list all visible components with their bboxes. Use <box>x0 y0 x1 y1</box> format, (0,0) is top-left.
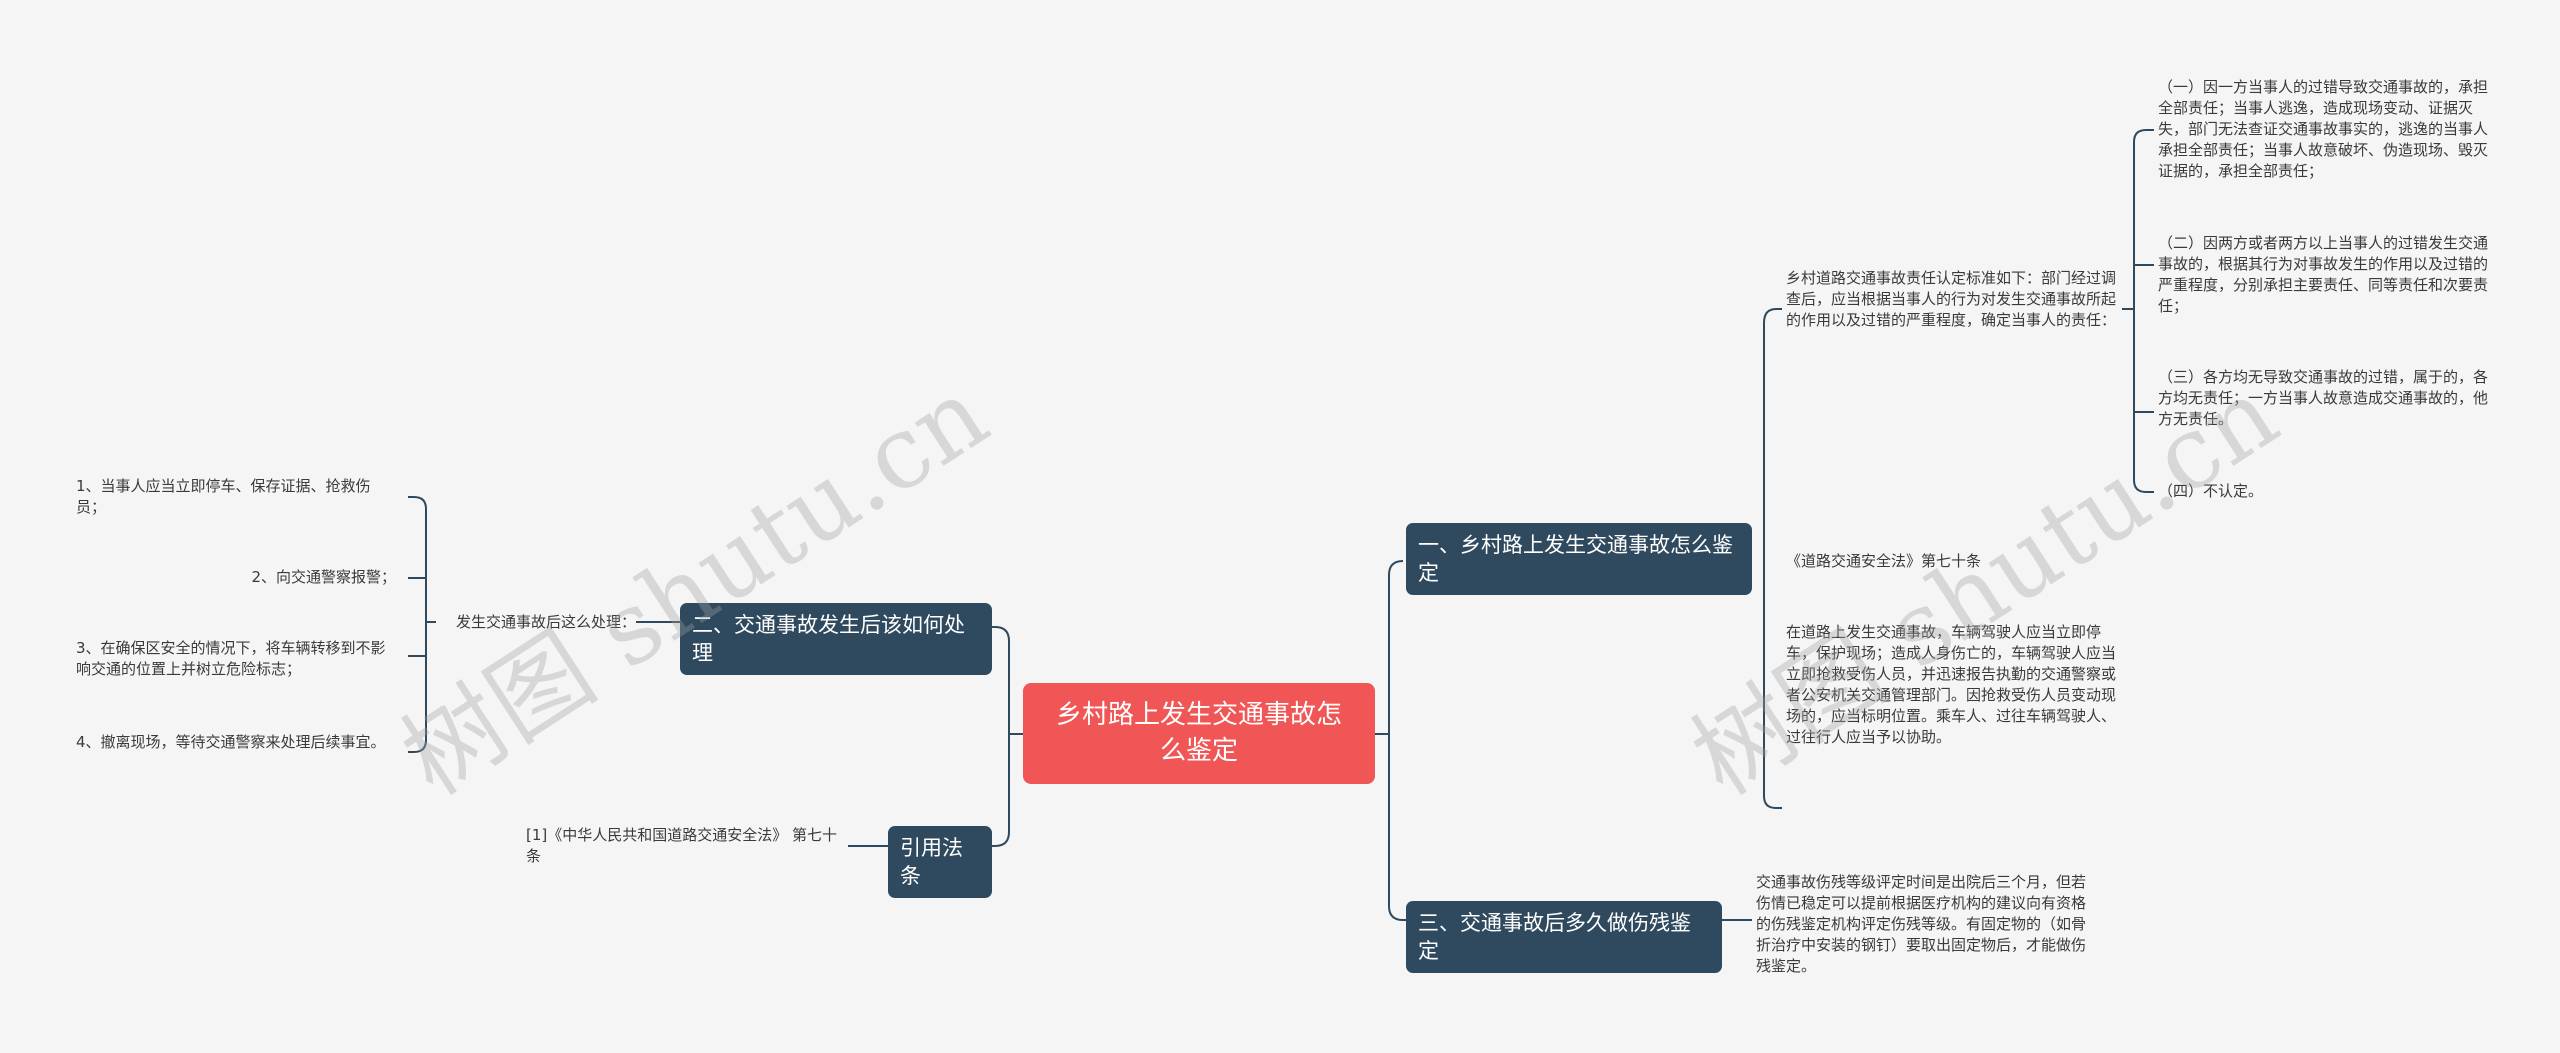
branch-label: 引用法条 <box>900 836 963 888</box>
leaf-liability-item-1: （一）因一方当事人的过错导致交通事故的，承担全部责任；当事人逃逸，造成现场变动、… <box>2158 77 2488 182</box>
branch-disability-timing[interactable]: 三、交通事故后多久做伤残鉴定 <box>1406 901 1722 973</box>
leaf-driver-duty: 在道路上发生交通事故，车辆驾驶人应当立即停车，保护现场；造成人身伤亡的，车辆驾驶… <box>1786 622 2116 748</box>
connector-standard-items <box>2122 129 2154 493</box>
root-node[interactable]: 乡村路上发生交通事故怎么鉴定 <box>1023 683 1375 784</box>
leaf-text: 在道路上发生交通事故，车辆驾驶人应当立即停车，保护现场；造成人身伤亡的，车辆驾驶… <box>1786 623 2117 746</box>
leaf-text: 2、向交通警察报警； <box>251 568 396 586</box>
branch-accident-appraisal[interactable]: 一、乡村路上发生交通事故怎么鉴定 <box>1406 523 1752 595</box>
leaf-text: （一）因一方当事人的过错导致交通事故的，承担全部责任；当事人逃逸，造成现场变动、… <box>2158 78 2489 180</box>
leaf-text: 交通事故伤残等级评定时间是出院后三个月，但若伤情已稳定可以提前根据医疗机构的建议… <box>1756 873 2087 975</box>
leaf-text: 1、当事人应当立即停车、保存证据、抢救伤员； <box>76 477 371 516</box>
leaf-handling-step-3: 3、在确保区安全的情况下，将车辆转移到不影响交通的位置上并树立危险标志； <box>76 638 396 680</box>
leaf-text: 4、撤离现场，等待交通警察来处理后续事宜。 <box>76 733 386 751</box>
branch-label: 三、交通事故后多久做伤残鉴定 <box>1418 911 1691 963</box>
leaf-handling-intro: 发生交通事故后这么处理： <box>440 612 636 633</box>
leaf-text: （二）因两方或者两方以上当事人的过错发生交通事故的，根据其行为对事故发生的作用以… <box>2158 234 2489 315</box>
leaf-text: （三）各方均无导致交通事故的过错，属于的，各方均无责任；一方当事人故意造成交通事… <box>2158 368 2489 428</box>
branch-label: 二、交通事故发生后该如何处理 <box>692 613 965 665</box>
leaf-liability-item-2: （二）因两方或者两方以上当事人的过错发生交通事故的，根据其行为对事故发生的作用以… <box>2158 233 2488 317</box>
branch-label: 一、乡村路上发生交通事故怎么鉴定 <box>1418 533 1733 585</box>
leaf-text: 《道路交通安全法》第七十条 <box>1786 552 1982 570</box>
leaf-liability-standard: 乡村道路交通事故责任认定标准如下：部门经过调查后，应当根据当事人的行为对发生交通… <box>1786 268 2116 331</box>
branch-handling-after-accident[interactable]: 二、交通事故发生后该如何处理 <box>680 603 992 675</box>
leaf-handling-step-2: 2、向交通警察报警； <box>76 567 396 588</box>
connector-intro-items <box>408 496 436 753</box>
leaf-disability-text: 交通事故伤残等级评定时间是出院后三个月，但若伤情已稳定可以提前根据医疗机构的建议… <box>1756 872 2086 977</box>
leaf-text: （四）不认定。 <box>2158 482 2264 500</box>
branch-cited-law[interactable]: 引用法条 <box>888 826 992 898</box>
leaf-liability-item-3: （三）各方均无导致交通事故的过错，属于的，各方均无责任；一方当事人故意造成交通事… <box>2158 367 2488 430</box>
leaf-text: [1]《中华人民共和国道路交通安全法》 第七十条 <box>526 826 838 865</box>
leaf-liability-item-4: （四）不认定。 <box>2158 481 2488 502</box>
leaf-handling-step-4: 4、撤离现场，等待交通警察来处理后续事宜。 <box>76 732 396 753</box>
leaf-text: 3、在确保区安全的情况下，将车辆转移到不影响交通的位置上并树立危险标志； <box>76 639 386 678</box>
connector-root-right <box>1375 560 1406 921</box>
leaf-text: 乡村道路交通事故责任认定标准如下：部门经过调查后，应当根据当事人的行为对发生交通… <box>1786 269 2117 329</box>
root-title: 乡村路上发生交通事故怎么鉴定 <box>1055 700 1342 766</box>
leaf-law-reference: 《道路交通安全法》第七十条 <box>1786 551 2126 572</box>
leaf-handling-step-1: 1、当事人应当立即停车、保存证据、抢救伤员； <box>76 476 396 518</box>
leaf-cited-law-text: [1]《中华人民共和国道路交通安全法》 第七十条 <box>526 825 844 867</box>
connector-root-left <box>992 626 1023 847</box>
leaf-text: 发生交通事故后这么处理： <box>455 613 636 631</box>
